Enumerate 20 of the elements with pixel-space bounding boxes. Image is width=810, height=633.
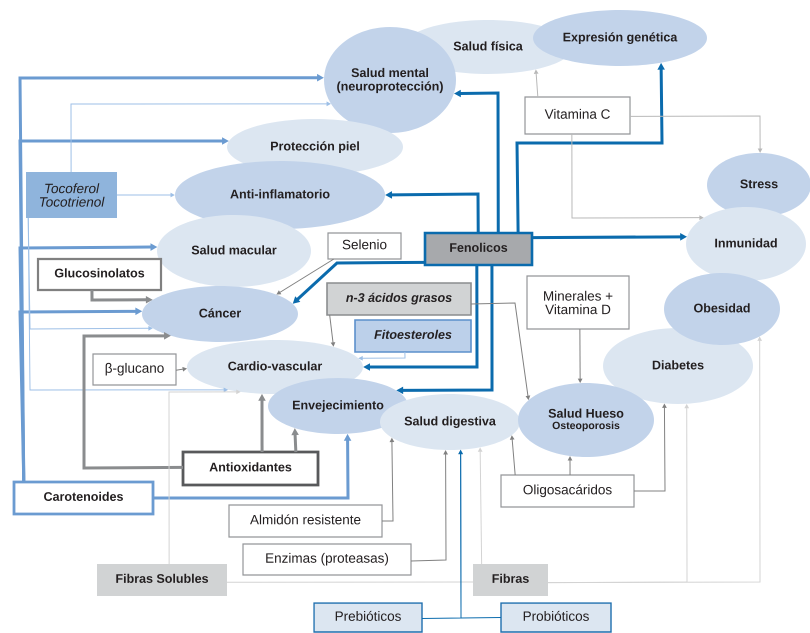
nutrient-box: Oligosacáridos <box>500 474 635 508</box>
nutrient-box: Probióticos <box>500 602 612 633</box>
nutrient-box: Selenio <box>327 232 402 260</box>
nutrient-box: Prebióticos <box>313 602 423 633</box>
nutrient-box: β-glucano <box>92 353 177 386</box>
nutrient-box: Glucosinolatos <box>36 258 162 292</box>
nutrient-box: Fibras Solubles <box>97 564 227 596</box>
nutrient-box: Vitamina C <box>524 96 631 135</box>
nutrient-box: Enzimas (proteasas) <box>242 543 412 576</box>
nutrient-box: Fibras <box>473 564 548 596</box>
nutrient-box: Minerales + Vitamina D <box>526 275 630 330</box>
nutrient-box: Tocoferol Tocotrienol <box>26 172 117 218</box>
nutrient-box: Carotenoides <box>12 480 154 516</box>
nutrient-box: Antioxidantes <box>182 450 320 486</box>
nutrient-box: Fenolicos <box>424 232 534 266</box>
nutrient-box: Fitoesteroles <box>354 319 472 353</box>
nutrient-box: Almidón resistente <box>228 504 383 538</box>
nutrient-box: n-3 ácidos grasos <box>326 282 472 316</box>
connector-line <box>226 581 474 583</box>
arrow <box>82 332 184 470</box>
